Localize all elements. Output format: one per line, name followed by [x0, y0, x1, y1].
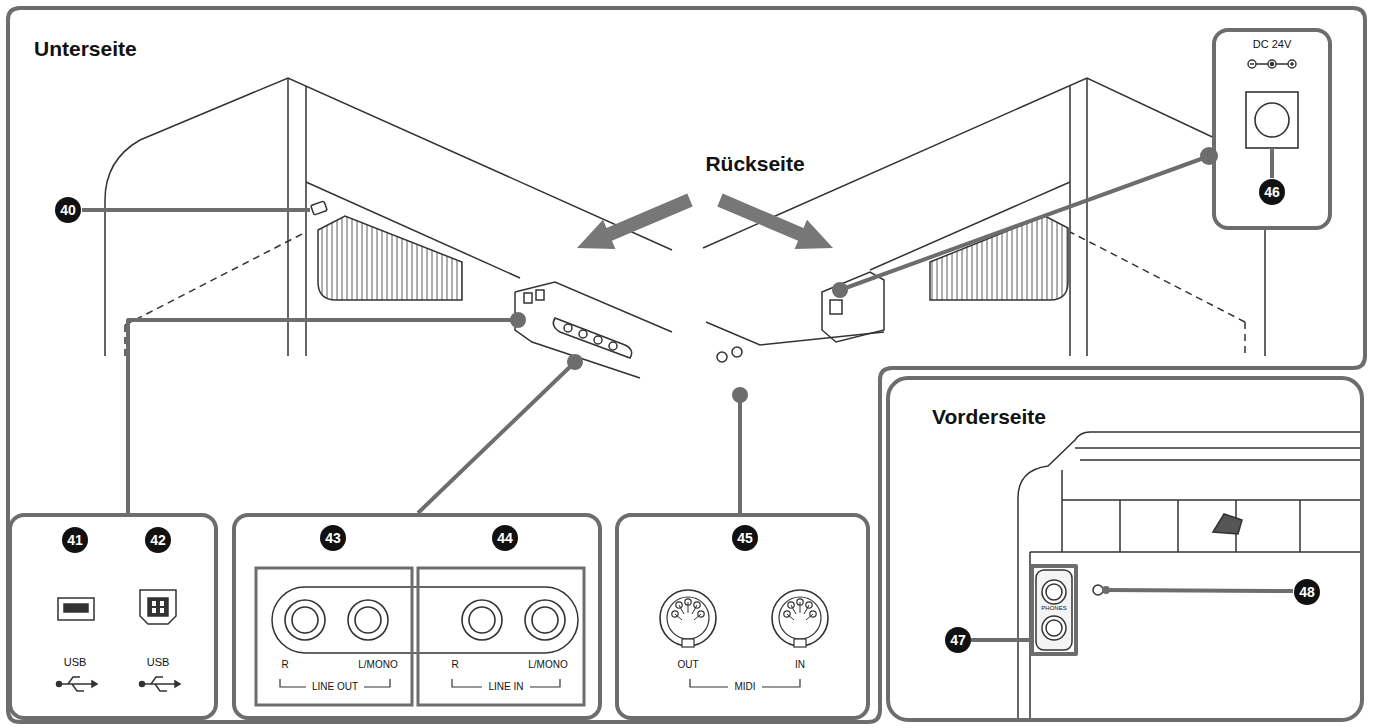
jack-label: LINE OUT: [312, 681, 358, 693]
channel-label: R: [451, 659, 458, 671]
jack-label: LINE IN: [488, 681, 523, 693]
midi-port-symbol: [660, 590, 828, 687]
callout-number: 43: [320, 525, 346, 551]
piano-front-view: [1018, 432, 1360, 722]
jack-label: DC 24V: [1253, 38, 1292, 51]
callout-number: 45: [732, 525, 758, 551]
inset-ground: [8, 28, 1332, 720]
line-jack-symbol: [256, 568, 584, 705]
jack-label: PHONES: [1041, 605, 1066, 612]
inset-box: OUT IN MIDI: [615, 513, 870, 720]
panel-heading: Unterseite: [34, 36, 137, 61]
panel-outline: [8, 8, 1365, 722]
port-label: IN: [795, 659, 805, 671]
direction-label: Rückseite: [705, 152, 804, 176]
callout-number: 41: [62, 527, 88, 553]
callout-number: 47: [945, 627, 971, 653]
panel-heading: Vorderseite: [932, 404, 1046, 429]
leader-line: [82, 148, 1293, 654]
callout-number: 42: [145, 527, 171, 553]
usb-port-symbol: [57, 590, 181, 691]
port-label: OUT: [677, 659, 698, 671]
port-label: USB: [64, 656, 87, 669]
callout-number: 44: [492, 525, 518, 551]
jack-label: MIDI: [734, 681, 755, 693]
callout-number: 40: [55, 197, 81, 223]
inset-box: USB USB: [8, 513, 218, 720]
view-panel: Vorderseite: [886, 376, 1364, 722]
channel-label: R: [281, 659, 288, 671]
channel-label: L/MONO: [358, 659, 397, 671]
port-label: USB: [147, 656, 170, 669]
inset-box: RL/MONOLINE OUTRL/MONOLINE IN: [232, 513, 602, 720]
piano-left-half: [105, 78, 672, 378]
channel-label: L/MONO: [528, 659, 567, 671]
callout-number: 46: [1259, 179, 1285, 205]
direction-arrow: [577, 194, 833, 250]
piano-right-half: [703, 78, 1265, 362]
inset-box: DC 24V: [1212, 28, 1332, 230]
callout-number: 48: [1294, 579, 1320, 605]
dc-jack-symbol: [1246, 60, 1298, 148]
